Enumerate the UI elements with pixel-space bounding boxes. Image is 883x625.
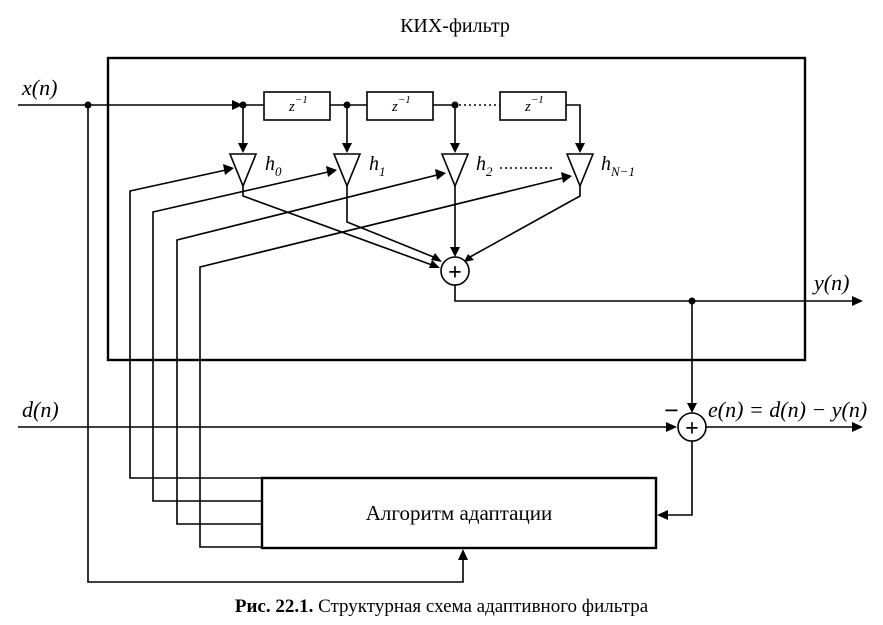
delay-label-2: z−1 <box>391 94 411 115</box>
update-line-hN-1 <box>199 177 564 548</box>
output-to-error-arrow <box>687 403 697 413</box>
desired-signal-label: d(n) <box>22 397 59 422</box>
tap-link-3 <box>566 104 581 145</box>
product-line-1 <box>346 186 437 259</box>
update-line-h0 <box>129 169 262 479</box>
product-arrow-2 <box>450 247 460 257</box>
output-line <box>454 285 852 302</box>
tap-drop-arrow-1 <box>342 143 352 153</box>
update-arrow-h2 <box>435 169 446 180</box>
coef-label-hN-1: hN−1 <box>601 153 635 179</box>
product-arrow-3 <box>464 254 474 262</box>
error-signal-label: e(n) = d(n) − y(n) <box>708 397 867 422</box>
adaptation-algorithm-block <box>260 476 658 550</box>
coef-label-h2: h2 <box>476 153 493 179</box>
update-line-h2 <box>176 174 438 525</box>
tap-drop-arrow-3 <box>575 143 585 153</box>
error-to-algorithm-line <box>668 441 693 516</box>
fir-filter-frame <box>106 56 807 362</box>
error-to-algorithm-arrow <box>657 510 668 520</box>
figure-number: Рис. 22.1. <box>234 596 314 617</box>
multiplier-h1 <box>332 153 362 189</box>
multiplier-h2 <box>440 153 470 189</box>
output-signal-label: y(n) <box>812 270 849 295</box>
product-line-0 <box>242 186 433 266</box>
error-output-arrow <box>852 422 863 432</box>
delay-block-1 <box>263 91 331 121</box>
tap-drop-arrow-2 <box>450 143 460 153</box>
product-line-3 <box>469 186 581 258</box>
adaptive-filter-diagram: КИХ-фильтр x(n) z−1 z−1 z−1 h0 h1 h2 <box>18 15 867 583</box>
output-arrow <box>852 296 863 306</box>
fir-summer-symbol: + <box>448 260 462 286</box>
error-summer-symbol: + <box>685 416 699 442</box>
adaptation-algorithm-label: Алгоритм адаптации <box>366 501 552 525</box>
update-arrow-hN-1 <box>561 172 572 183</box>
delay-label-3: z−1 <box>524 94 544 115</box>
coef-label-h1: h1 <box>369 153 386 179</box>
desired-arrow <box>666 422 677 432</box>
product-arrow-0 <box>429 260 440 268</box>
delay-block-3 <box>499 91 567 121</box>
error-minus-sign: − <box>664 396 679 425</box>
tap-drop-arrow-0 <box>238 143 248 153</box>
delay-block-2 <box>366 91 434 121</box>
input-to-algorithm-arrow <box>458 549 468 560</box>
figure-caption-text: Структурная схема адаптивного фильтра <box>313 596 649 617</box>
multiplier-hN-1 <box>565 153 595 189</box>
update-arrow-h0 <box>223 164 234 175</box>
update-line-h1 <box>152 171 329 502</box>
fir-filter-title: КИХ-фильтр <box>400 15 510 37</box>
figure-caption: Рис. 22.1. Структурная схема адаптивного… <box>0 596 883 618</box>
product-arrow-1 <box>431 253 442 262</box>
input-to-algorithm-line <box>87 105 464 583</box>
input-signal-label: x(n) <box>21 75 57 100</box>
update-arrow-h1 <box>326 166 337 177</box>
coef-label-h0: h0 <box>265 153 282 179</box>
delay-label-1: z−1 <box>288 94 308 115</box>
multiplier-h0 <box>228 153 258 189</box>
input-arrow <box>232 100 243 110</box>
